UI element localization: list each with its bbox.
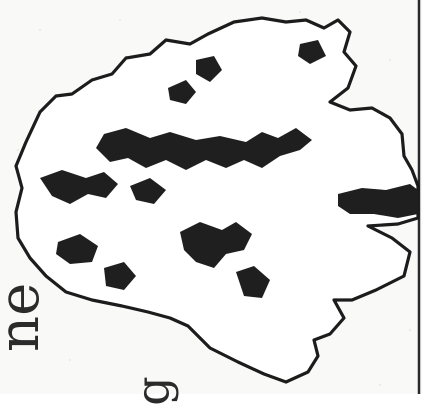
lesion-upper-right (298, 40, 326, 64)
lesion-central-band (96, 128, 312, 170)
text-fragment-left: ne (0, 282, 52, 352)
lesion-left-mid (40, 170, 118, 204)
lesion-upper-left (168, 80, 196, 104)
lesion-lower-left (56, 234, 98, 264)
lesion-lower-mid (180, 222, 252, 268)
lesion-right-stripe (338, 184, 418, 218)
section-outline (14, 16, 420, 384)
brain-section-drawing (14, 0, 421, 394)
text-fragment-bottom: g (125, 376, 180, 406)
lesion-bottom-left (104, 262, 136, 290)
lesion-patches (40, 40, 418, 298)
lesion-center-upper (130, 178, 166, 204)
lesion-lower-right (236, 266, 270, 298)
lesion-upper-mid (196, 56, 222, 82)
